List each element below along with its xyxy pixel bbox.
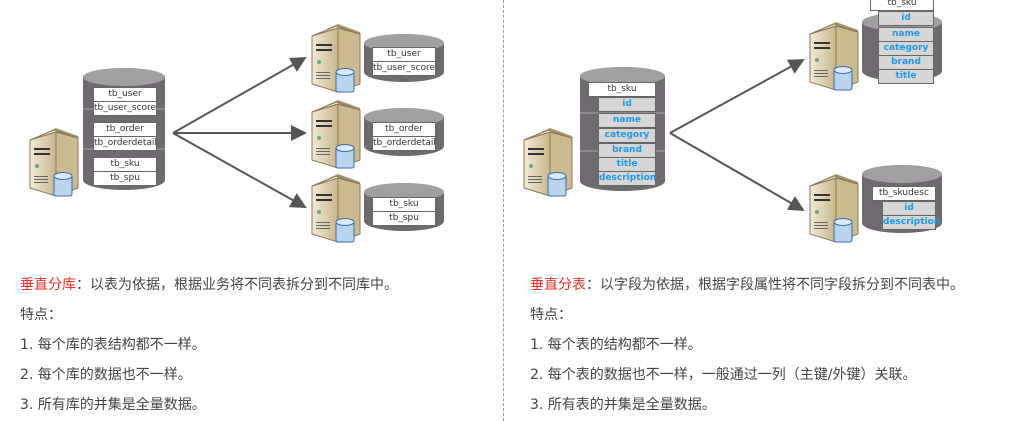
field-box: id bbox=[882, 201, 936, 216]
server-icon bbox=[806, 172, 862, 244]
table-box: tb_orderdetail bbox=[93, 136, 157, 151]
arrow-icon bbox=[172, 57, 307, 134]
table-box: tb_sku bbox=[870, 0, 934, 11]
table-box: tb_user_score bbox=[372, 61, 436, 76]
table-box: tb_user bbox=[372, 47, 436, 62]
term: 垂直分库 bbox=[20, 277, 76, 293]
source-server-icon bbox=[520, 126, 576, 198]
field-box: category bbox=[878, 41, 934, 56]
table-box: tb_sku bbox=[372, 197, 436, 212]
feature-item: 1. 每个库的表结构都不一样。 bbox=[20, 337, 206, 353]
field-box: brand bbox=[598, 143, 656, 158]
feature-item: 3. 所有库的并集是全量数据。 bbox=[20, 397, 206, 413]
feature-item: 2. 每个表的数据也不一样，一般通过一列（主键/外键）关联。 bbox=[530, 367, 917, 383]
field-box: title bbox=[598, 157, 656, 172]
arrow-icon bbox=[669, 59, 805, 134]
field-box: description bbox=[882, 215, 940, 230]
field-box: description bbox=[598, 171, 656, 186]
arrow-icon bbox=[669, 132, 805, 212]
field-box: name bbox=[598, 113, 656, 128]
description-text: ：以字段为依据，根据字段属性将不同字段拆分到不同表中。 bbox=[586, 277, 964, 293]
table-box: tb_user_score bbox=[93, 101, 157, 116]
field-box: title bbox=[878, 69, 934, 84]
field-box: id bbox=[598, 97, 656, 112]
feature-item: 2. 每个库的数据也不一样。 bbox=[20, 367, 192, 383]
right-description: 垂直分表：以字段为依据，根据字段属性将不同字段拆分到不同表中。 bbox=[530, 274, 964, 294]
table-box: tb_skudesc bbox=[872, 186, 936, 201]
table-box: tb_orderdetail bbox=[372, 136, 436, 151]
field-box: category bbox=[598, 128, 656, 143]
server-icon bbox=[308, 98, 364, 170]
table-box: tb_spu bbox=[372, 211, 436, 226]
feature-item: 1. 每个表的结构都不一样。 bbox=[530, 337, 702, 353]
server-icon bbox=[308, 22, 364, 94]
field-box: brand bbox=[878, 55, 934, 70]
term: 垂直分表 bbox=[530, 277, 586, 293]
server-icon bbox=[806, 20, 862, 92]
features-label: 特点： bbox=[530, 307, 572, 323]
field-box: name bbox=[878, 27, 934, 42]
feature-item: 3. 所有表的并集是全量数据。 bbox=[530, 397, 716, 413]
divider bbox=[503, 0, 504, 421]
table-box: tb_order bbox=[372, 122, 436, 137]
field-box: id bbox=[878, 11, 934, 26]
description-text: ：以表为依据，根据业务将不同表拆分到不同库中。 bbox=[76, 277, 398, 293]
features-label: 特点： bbox=[20, 307, 62, 323]
arrow-icon bbox=[172, 132, 307, 208]
table-box: tb_spu bbox=[93, 171, 157, 186]
arrows bbox=[172, 57, 805, 212]
server-icon bbox=[308, 172, 364, 244]
table-box: tb_sku bbox=[588, 82, 656, 97]
left-description: 垂直分库：以表为依据，根据业务将不同表拆分到不同库中。 bbox=[20, 274, 398, 294]
